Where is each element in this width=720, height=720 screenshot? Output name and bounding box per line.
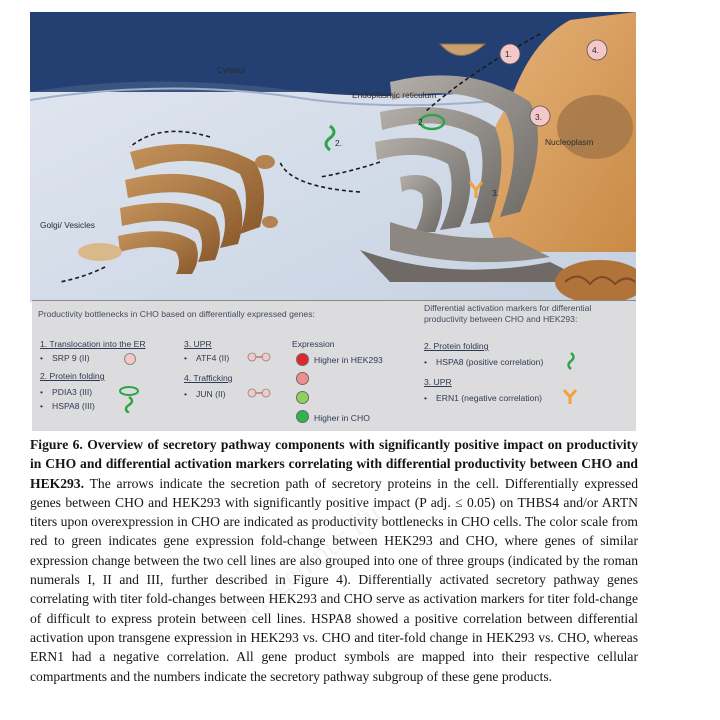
figure-illustration: Cytosol Endoplasmic reticulum Nucleoplas…: [29, 12, 645, 430]
srp9-icon: [124, 353, 136, 365]
legend-r-g2-bullet: •: [424, 357, 428, 367]
caption-body: The arrows indicate the secretion path o…: [30, 475, 638, 684]
marker-3: [529, 105, 551, 127]
label-nucleoplasm: Nucleoplasm: [545, 137, 594, 147]
legend-g3-title: 3. UPR: [184, 339, 212, 349]
atf4-icon: [247, 352, 271, 362]
hspa8-icon-cytosol: [324, 124, 336, 152]
mitochondrion: [555, 260, 645, 304]
legend-r-g3-bullet: •: [424, 393, 428, 403]
legend-g2-bullet1: •: [40, 387, 44, 397]
legend-g1-bullet: •: [40, 353, 44, 363]
legend-g2-item2: HSPA8 (III): [52, 401, 95, 411]
vesicle-cup: [438, 43, 487, 56]
legend-g1-item: SRP 9 (II): [52, 353, 90, 363]
legend-g4-title: 4. Trafficking: [184, 373, 233, 383]
expression-dot-3: [296, 391, 309, 404]
jun-icon: [247, 388, 271, 398]
figure-caption: Figure 6. Overview of secretory pathway …: [30, 435, 638, 686]
legend-g3-item: ATF4 (II): [196, 353, 230, 363]
legend-expr-cho: Higher in CHO: [314, 413, 370, 423]
expression-dot-1: [296, 353, 309, 366]
legend-r-g3-title: 3. UPR: [424, 377, 452, 387]
pdia3-hspa8-icon: [119, 386, 139, 413]
hspa8-legend-icon: [567, 352, 575, 370]
ern1-icon-er: [468, 181, 484, 198]
expression-dot-2: [296, 372, 309, 385]
legend-g1-title: 1. Translocation into the ER: [40, 339, 146, 349]
endoplasmic-reticulum: [360, 75, 590, 282]
legend-g2-bullet2: •: [40, 401, 44, 411]
marker-1-label: 1.: [505, 49, 512, 59]
figure-legend: Productivity bottlenecks in CHO based on…: [32, 300, 636, 431]
golgi-apparatus: [78, 144, 278, 274]
legend-right-title-1: Differential activation markers for diff…: [424, 303, 592, 313]
marker-2-label: 2.: [418, 117, 425, 127]
label-er: Endoplasmic reticulum: [352, 90, 437, 100]
top-membrane: [30, 12, 636, 96]
marker-2b-label: 2.: [335, 138, 342, 148]
legend-g4-bullet: •: [184, 389, 188, 399]
legend-g2-item1: PDIA3 (III): [52, 387, 93, 397]
nucleolus: [557, 95, 633, 159]
legend-g3-bullet: •: [184, 353, 188, 363]
legend-expr-hek: Higher in HEK293: [314, 355, 383, 365]
label-cytosol: Cytosol: [217, 65, 245, 75]
marker-3b-label: 3.: [492, 188, 499, 198]
caption-title: Figure 6. Overview of secretory pathway …: [30, 437, 638, 491]
legend-left-title: Productivity bottlenecks in CHO based on…: [38, 309, 315, 319]
legend-g2-title: 2. Protein folding: [40, 371, 105, 381]
legend-g4-item: JUN (II): [196, 389, 226, 399]
legend-expr-title: Expression: [292, 339, 335, 349]
marker-3-label: 3.: [535, 112, 542, 122]
marker-2-protein: [418, 113, 446, 131]
secretion-arrows: [59, 33, 541, 283]
cell-diagram: [29, 12, 645, 304]
ern1-legend-icon: [562, 389, 578, 404]
legend-r-g2-item: HSPA8 (positive correlation): [436, 357, 544, 367]
legend-r-g3-item: ERN1 (negative correlation): [436, 393, 543, 403]
legend-right-title-2: productivity between CHO and HEK293:: [424, 314, 578, 324]
expression-dot-4: [296, 410, 309, 423]
marker-1: [499, 43, 521, 65]
label-golgi: Golgi/ Vesicles: [40, 220, 95, 230]
legend-r-g2-title: 2. Protein folding: [424, 341, 489, 351]
marker-4: [586, 39, 608, 61]
marker-4-label: 4.: [592, 45, 599, 55]
